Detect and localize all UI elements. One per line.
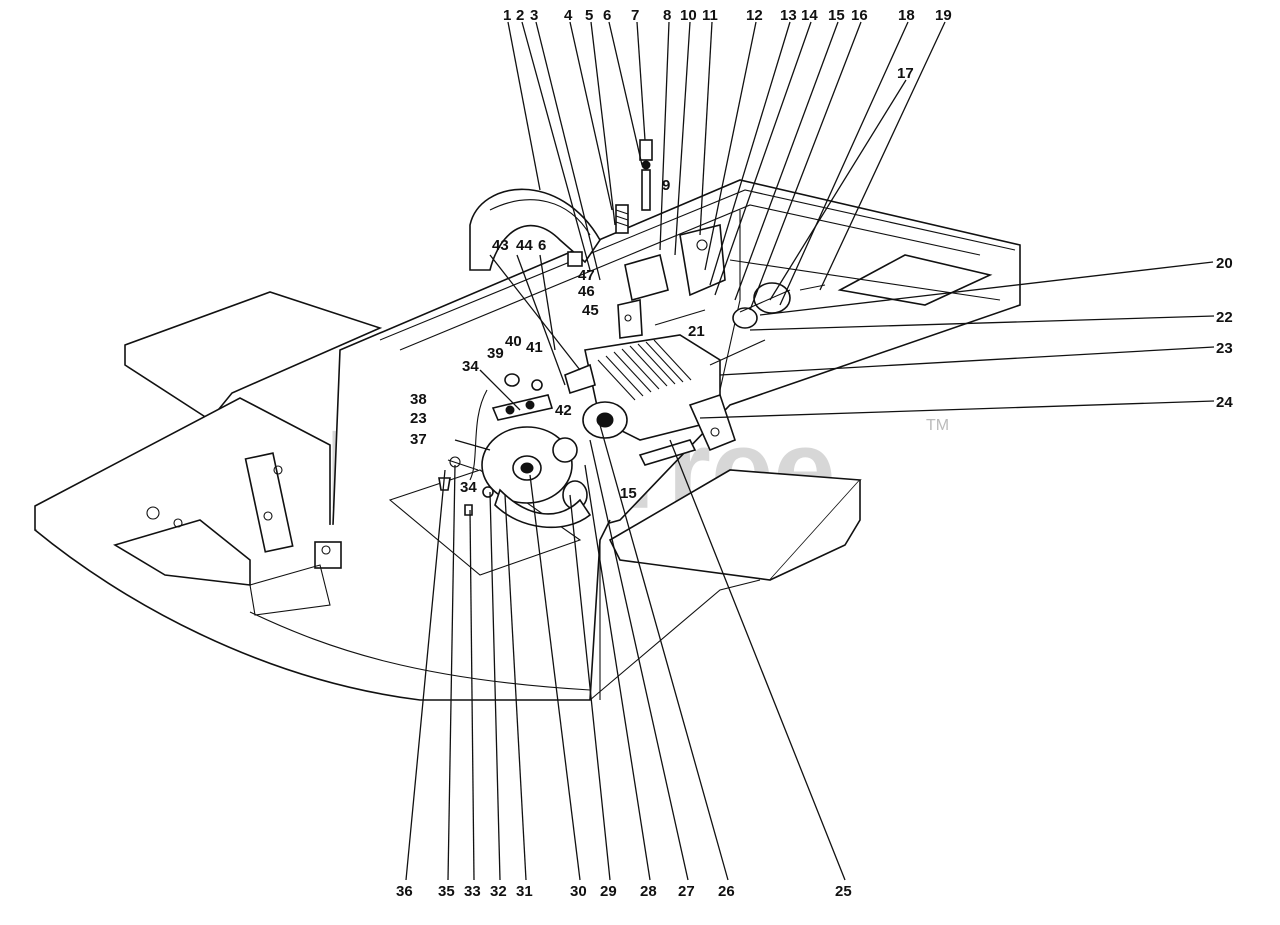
callout-11: 11 [702, 7, 718, 24]
callout-10: 10 [680, 7, 697, 24]
callout-6: 6 [603, 7, 611, 24]
callout-25: 25 [835, 883, 852, 900]
watermark-trademark: TM [926, 417, 949, 434]
callout-44: 44 [516, 237, 533, 254]
callout-42: 42 [555, 402, 572, 419]
callout-32: 32 [490, 883, 507, 900]
callout-20: 20 [1216, 255, 1233, 272]
callout-23-right: 23 [1216, 340, 1233, 357]
cooling-fins [597, 339, 692, 401]
callout-3: 3 [530, 7, 538, 24]
callout-45: 45 [582, 302, 599, 319]
callout-26: 26 [718, 883, 735, 900]
callout-labels: 1 2 3 4 5 6 7 8 10 11 12 13 14 15 16 18 … [396, 7, 1233, 900]
callout-30: 30 [570, 883, 587, 900]
callout-34-bottom: 34 [460, 479, 477, 496]
engine-assembly [438, 139, 826, 529]
callout-2: 2 [516, 7, 524, 24]
callout-41: 41 [526, 339, 543, 356]
callout-27: 27 [678, 883, 695, 900]
callout-9: 9 [662, 177, 670, 194]
callout-47: 47 [578, 267, 595, 284]
callout-38: 38 [410, 391, 427, 408]
callout-12: 12 [746, 7, 763, 24]
leader-lines [405, 21, 1215, 881]
callout-36: 36 [396, 883, 413, 900]
callout-14: 14 [801, 7, 818, 24]
callout-5: 5 [585, 7, 593, 24]
callout-28: 28 [640, 883, 657, 900]
callout-39: 39 [487, 345, 504, 362]
callout-37: 37 [410, 431, 427, 448]
callout-15-inline: 15 [620, 485, 637, 502]
callout-8: 8 [663, 7, 671, 24]
callout-18: 18 [898, 7, 915, 24]
callout-13: 13 [780, 7, 797, 24]
callout-15-top: 15 [828, 7, 845, 24]
callout-7: 7 [631, 7, 639, 24]
callout-1: 1 [503, 7, 511, 24]
callout-17: 17 [897, 65, 914, 82]
callout-22: 22 [1216, 309, 1233, 326]
callout-29: 29 [600, 883, 617, 900]
callout-24: 24 [1216, 394, 1233, 411]
belt-guard [469, 188, 601, 271]
callout-23-left: 23 [410, 410, 427, 427]
callout-40: 40 [505, 333, 522, 350]
callout-6-inline: 6 [538, 237, 546, 254]
callout-16: 16 [851, 7, 868, 24]
callout-43: 43 [492, 237, 509, 254]
callout-19: 19 [935, 7, 952, 24]
callout-46: 46 [578, 283, 595, 300]
callout-33: 33 [464, 883, 481, 900]
callout-34-top: 34 [462, 358, 479, 375]
callout-31: 31 [516, 883, 533, 900]
callout-21: 21 [688, 323, 705, 340]
callout-4: 4 [564, 7, 573, 24]
callout-35: 35 [438, 883, 455, 900]
